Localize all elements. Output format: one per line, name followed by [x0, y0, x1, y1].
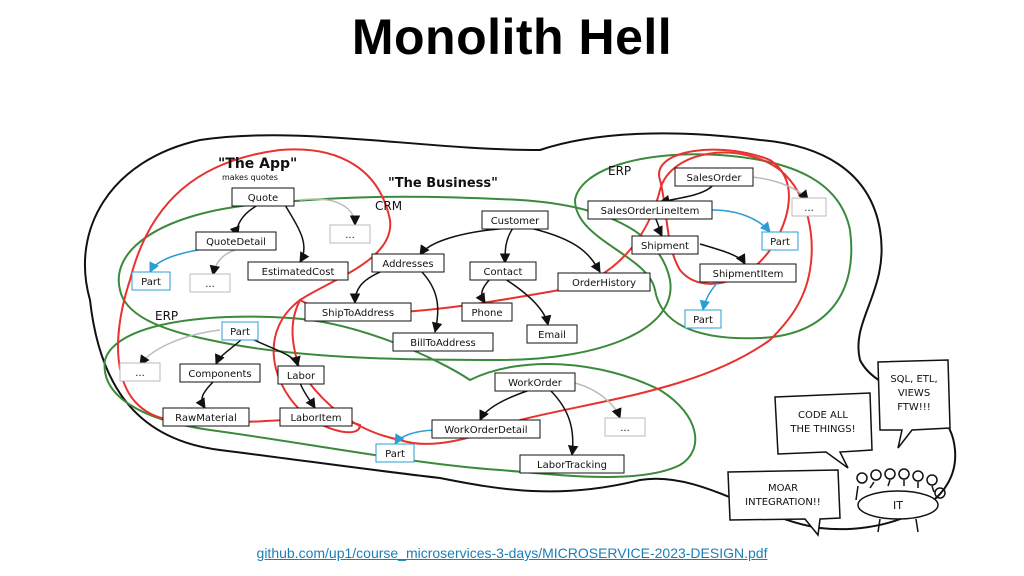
- labor-tracking-box: LaborTracking: [519, 454, 625, 474]
- connectors: [195, 184, 746, 457]
- ellipsis-app-box-2: ...: [329, 224, 371, 244]
- order-history-box: OrderHistory: [557, 272, 651, 292]
- svg-text:Part: Part: [230, 327, 250, 338]
- components-box: Components: [179, 363, 261, 383]
- svg-text:Quote: Quote: [248, 193, 278, 204]
- svg-text:VIEWS: VIEWS: [898, 388, 930, 399]
- ellipsis-erp-left-box: ...: [119, 362, 161, 382]
- svg-text:Email: Email: [538, 330, 566, 341]
- svg-text:Contact: Contact: [484, 267, 523, 278]
- work-order-detail-box: WorkOrderDetail: [431, 419, 541, 439]
- svg-text:FTW!!!: FTW!!!: [897, 402, 931, 413]
- svg-text:Part: Part: [693, 315, 713, 326]
- svg-text:Labor: Labor: [287, 371, 316, 382]
- svg-text:SalesOrderLineItem: SalesOrderLineItem: [601, 206, 700, 217]
- people-around-table-icon: [855, 468, 946, 533]
- shipment-box: Shipment: [631, 235, 699, 255]
- page-title: Monolith Hell: [351, 9, 673, 65]
- ship-to-address-box: ShipToAddress: [304, 302, 412, 322]
- addresses-box: Addresses: [371, 253, 445, 273]
- svg-text:Part: Part: [770, 237, 790, 248]
- estimated-cost-box: EstimatedCost: [247, 261, 349, 281]
- boxes: Quote QuoteDetail EstimatedCost Part ...…: [119, 167, 827, 474]
- svg-text:LaborTracking: LaborTracking: [537, 460, 607, 471]
- svg-text:...: ...: [135, 368, 145, 379]
- svg-text:WorkOrder: WorkOrder: [508, 378, 563, 389]
- svg-text:RawMaterial: RawMaterial: [175, 413, 237, 424]
- customer-box: Customer: [481, 210, 549, 230]
- erp-top-label: ERP: [608, 164, 631, 178]
- svg-text:...: ...: [345, 230, 355, 241]
- svg-text:WorkOrderDetail: WorkOrderDetail: [444, 425, 527, 436]
- source-link[interactable]: github.com/up1/course_microservices-3-da…: [256, 545, 768, 561]
- svg-text:SalesOrder: SalesOrder: [686, 173, 742, 184]
- labor-box: Labor: [277, 365, 325, 385]
- part-erp-left-box: Part: [221, 321, 259, 341]
- svg-text:Phone: Phone: [472, 308, 503, 319]
- svg-text:SQL, ETL,: SQL, ETL,: [890, 374, 937, 385]
- svg-text:Addresses: Addresses: [382, 259, 433, 270]
- svg-text:Customer: Customer: [491, 216, 540, 227]
- the-business-label: "The Business": [388, 176, 498, 191]
- speech-bubble-code-all: CODE ALL THE THINGS!: [774, 392, 873, 469]
- shipment-item-box: ShipmentItem: [699, 263, 797, 283]
- ellipsis-app-box-1: ...: [189, 273, 231, 293]
- email-box: Email: [526, 324, 578, 344]
- part-erp-top-box-2: Part: [684, 309, 722, 329]
- svg-text:EstimatedCost: EstimatedCost: [262, 267, 335, 278]
- quote-detail-box: QuoteDetail: [195, 231, 277, 251]
- labor-item-box: LaborItem: [279, 407, 353, 427]
- svg-text:Part: Part: [385, 449, 405, 460]
- svg-text:...: ...: [205, 279, 215, 290]
- svg-text:Part: Part: [141, 277, 161, 288]
- svg-text:LaborItem: LaborItem: [290, 413, 341, 424]
- svg-text:ShipToAddress: ShipToAddress: [322, 308, 394, 319]
- svg-text:ShipmentItem: ShipmentItem: [713, 269, 784, 280]
- it-label: IT: [893, 499, 903, 512]
- svg-text:...: ...: [620, 423, 630, 434]
- svg-text:QuoteDetail: QuoteDetail: [206, 237, 266, 248]
- svg-text:BillToAddress: BillToAddress: [410, 338, 476, 349]
- part-erp-top-box-1: Part: [761, 231, 799, 251]
- bill-to-address-box: BillToAddress: [392, 332, 494, 352]
- sales-order-line-item-box: SalesOrderLineItem: [587, 200, 713, 220]
- work-order-box: WorkOrder: [494, 372, 576, 392]
- speech-bubble-sql-etl: SQL, ETL, VIEWS FTW!!!: [877, 359, 951, 449]
- svg-text:CODE ALL: CODE ALL: [798, 410, 848, 421]
- svg-text:THE THINGS!: THE THINGS!: [789, 424, 855, 435]
- part-work-box: Part: [375, 443, 415, 463]
- erp-top-boundary: [573, 153, 853, 340]
- contact-box: Contact: [469, 261, 537, 281]
- placeholder-connectors: [139, 176, 809, 419]
- the-app-sublabel: makes quotes: [222, 173, 278, 182]
- speech-bubble-moar: MOAR INTEGRATION!!: [727, 469, 841, 537]
- ellipsis-work-box: ...: [604, 417, 646, 437]
- svg-text:INTEGRATION!!: INTEGRATION!!: [745, 497, 821, 508]
- erp-left-label: ERP: [155, 309, 178, 323]
- quote-box: Quote: [231, 187, 295, 207]
- svg-text:MOAR: MOAR: [768, 483, 798, 494]
- part-app-box: Part: [131, 271, 171, 291]
- phone-box: Phone: [461, 302, 513, 322]
- raw-material-box: RawMaterial: [162, 407, 250, 427]
- ellipsis-erp-top-box: ...: [791, 197, 827, 217]
- the-app-label: "The App": [218, 156, 297, 172]
- svg-text:Shipment: Shipment: [641, 241, 689, 252]
- sales-order-box: SalesOrder: [674, 167, 754, 187]
- crm-label: CRM: [375, 199, 402, 213]
- svg-text:...: ...: [804, 203, 814, 214]
- svg-text:OrderHistory: OrderHistory: [572, 278, 636, 289]
- svg-text:Components: Components: [188, 369, 251, 380]
